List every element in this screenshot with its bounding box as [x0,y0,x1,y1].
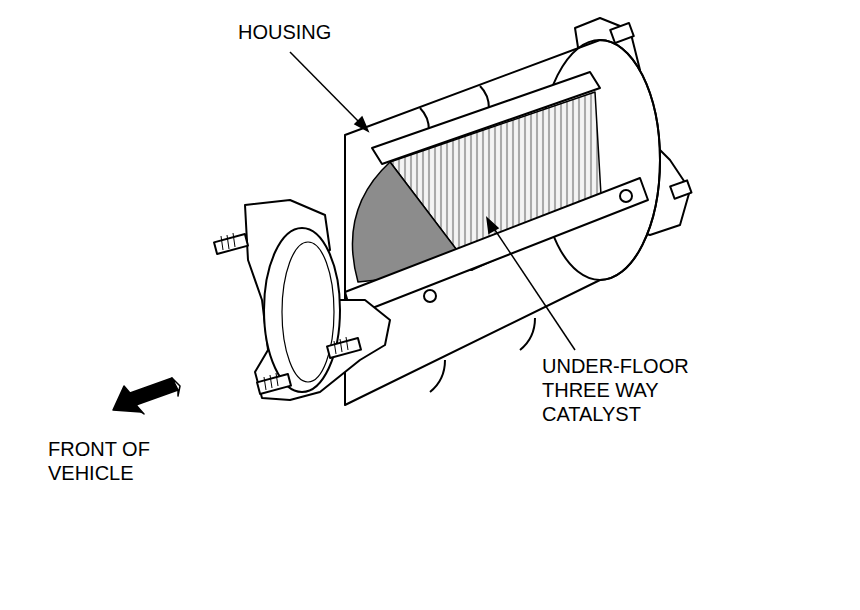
front-flange [245,200,390,400]
stud [327,337,361,358]
stud [214,233,248,254]
front-opening-inner [282,242,334,382]
housing-body [345,40,660,405]
leader-line [491,224,575,350]
bolt-hole [620,190,632,202]
part-label: HOUSING [238,20,438,44]
direction-arrow [113,378,180,414]
arrowhead [355,117,368,131]
bolt-hole [424,290,436,302]
seam-flange [345,178,648,316]
direction-label: FRONT OF VEHICLE [48,437,178,485]
front-opening [264,228,340,392]
stud [670,180,691,198]
stud [610,23,634,43]
part-label: UNDER-FLOOR THREE WAY CATALYST [542,354,692,426]
stud [257,373,291,394]
arrowhead [487,218,498,233]
leader-line [290,52,362,125]
